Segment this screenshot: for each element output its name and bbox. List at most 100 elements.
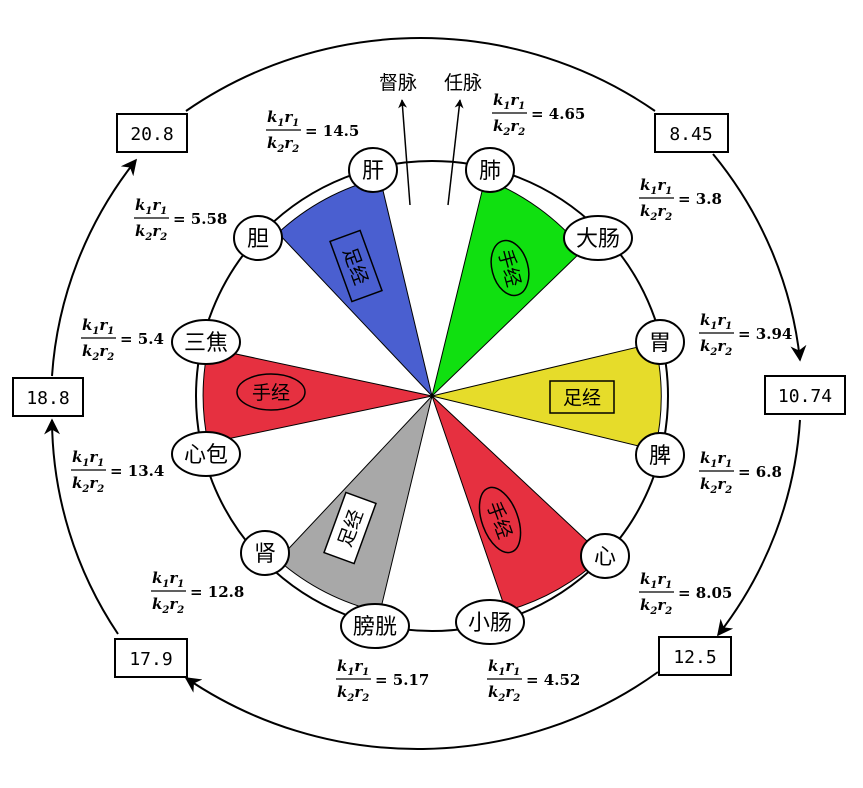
organ-gan-label: 肝 bbox=[362, 159, 384, 184]
organ-node-xinbao: 心包 bbox=[171, 431, 241, 477]
sector-label-box-gray bbox=[323, 491, 377, 565]
value-bottom-right: 12.5 bbox=[673, 647, 716, 668]
outer-value-boxes: 20.8 8.45 10.74 12.5 17.9 18.8 bbox=[12, 113, 846, 678]
outer-arc-bottom bbox=[184, 671, 659, 751]
ratio-gan-value: = 14.5 bbox=[305, 122, 359, 140]
svg-text:k2r2: k2r2 bbox=[72, 474, 104, 495]
ratio-xiaochang: k1r1 k2r2 = 4.52 bbox=[487, 657, 580, 704]
value-box-left: 18.8 bbox=[12, 377, 84, 417]
sector-blue bbox=[277, 177, 433, 398]
value-box-top-right: 8.45 bbox=[654, 113, 729, 153]
du-mai-label: 督脉 bbox=[379, 72, 417, 94]
svg-text:k1r1: k1r1 bbox=[640, 570, 672, 591]
svg-text:k2r2: k2r2 bbox=[82, 342, 114, 363]
ratio-pi: k1r1 k2r2 = 6.8 bbox=[699, 449, 782, 496]
svg-text:k2r2: k2r2 bbox=[700, 475, 732, 496]
svg-text:k1r1: k1r1 bbox=[700, 449, 732, 470]
organ-pi-label: 脾 bbox=[649, 444, 671, 469]
sector-label-oval-red-left bbox=[236, 373, 306, 411]
organ-xiaochang-label: 小肠 bbox=[468, 611, 512, 636]
svg-text:k1r1: k1r1 bbox=[135, 196, 167, 217]
ren-mai-arrow bbox=[447, 99, 464, 206]
value-box-right: 10.74 bbox=[764, 375, 846, 415]
value-box-bottom-left: 17.9 bbox=[114, 638, 188, 678]
value-box-top-left: 20.8 bbox=[116, 113, 188, 153]
svg-text:k1r1: k1r1 bbox=[700, 311, 732, 332]
organ-sanjiao-label: 三焦 bbox=[184, 331, 228, 356]
svg-text:k1r1: k1r1 bbox=[152, 569, 184, 590]
du-mai-arrow bbox=[398, 99, 411, 206]
value-left: 18.8 bbox=[26, 388, 69, 409]
organ-node-fei: 肺 bbox=[465, 147, 515, 193]
ratio-xiaochang-value: = 4.52 bbox=[526, 671, 580, 689]
organ-fei-label: 肺 bbox=[479, 159, 501, 184]
organ-node-wei: 胃 bbox=[635, 319, 685, 365]
ratio-fei-value: = 4.65 bbox=[531, 105, 585, 123]
organ-node-dachang: 大肠 bbox=[563, 215, 633, 261]
value-top-left: 20.8 bbox=[130, 124, 173, 145]
outer-arc-left-lower bbox=[44, 418, 119, 635]
sector-label-red-left: 手经 bbox=[252, 382, 290, 404]
svg-text:k2r2: k2r2 bbox=[152, 595, 184, 616]
ratio-pi-value: = 6.8 bbox=[738, 463, 782, 481]
outer-arc-right-upper bbox=[712, 153, 807, 362]
svg-text:k2r2: k2r2 bbox=[493, 117, 525, 138]
svg-text:k1r1: k1r1 bbox=[488, 657, 520, 678]
ratio-xin-value: = 8.05 bbox=[678, 584, 732, 602]
outer-arc-top bbox=[185, 37, 656, 112]
svg-text:k1r1: k1r1 bbox=[337, 657, 369, 678]
value-box-bottom-right: 12.5 bbox=[658, 636, 732, 676]
organ-nodes: 肝 肺 大肠 胃 脾 心 小肠 膀胱 bbox=[171, 147, 685, 649]
svg-text:k2r2: k2r2 bbox=[267, 134, 299, 155]
svg-text:k1r1: k1r1 bbox=[72, 448, 104, 469]
organ-node-dan: 胆 bbox=[233, 215, 283, 261]
ratio-xinbao-value: = 13.4 bbox=[110, 462, 164, 480]
organ-shen-label: 肾 bbox=[254, 542, 276, 567]
svg-text:k2r2: k2r2 bbox=[488, 683, 520, 704]
outer-cycle bbox=[44, 37, 807, 751]
ratio-sanjiao: k1r1 k2r2 = 5.4 bbox=[81, 316, 164, 363]
ratio-dachang: k1r1 k2r2 = 3.8 bbox=[639, 176, 722, 223]
ratio-gan: k1r1 k2r2 = 14.5 bbox=[266, 108, 359, 155]
organ-node-xiaochang: 小肠 bbox=[455, 599, 525, 645]
outer-arc-right-lower bbox=[717, 419, 801, 637]
organ-pangguang-label: 膀胱 bbox=[353, 615, 397, 640]
ratio-xin: k1r1 k2r2 = 8.05 bbox=[639, 570, 732, 617]
organ-node-shen: 肾 bbox=[240, 530, 290, 576]
svg-text:k2r2: k2r2 bbox=[640, 202, 672, 223]
organ-node-gan: 肝 bbox=[348, 147, 398, 193]
meridian-arrows bbox=[398, 99, 464, 206]
outer-arc-left-upper bbox=[51, 158, 137, 377]
svg-text:k1r1: k1r1 bbox=[640, 176, 672, 197]
svg-text:k1r1: k1r1 bbox=[267, 108, 299, 129]
ratio-dachang-value: = 3.8 bbox=[678, 190, 722, 208]
svg-text:k2r2: k2r2 bbox=[640, 596, 672, 617]
value-top-right: 8.45 bbox=[669, 124, 712, 145]
svg-text:k1r1: k1r1 bbox=[82, 316, 114, 337]
organ-dan-label: 胆 bbox=[247, 227, 269, 252]
sector-label-box-blue bbox=[329, 229, 383, 303]
organ-wei-label: 胃 bbox=[649, 331, 671, 356]
inner-circle bbox=[195, 160, 669, 632]
organ-xinbao-label: 心包 bbox=[184, 443, 228, 468]
organ-node-pi: 脾 bbox=[635, 432, 685, 478]
organ-node-pangguang: 膀胱 bbox=[340, 603, 410, 649]
sector-label-oval-red-lower bbox=[478, 486, 522, 554]
ratio-wei-value: = 3.94 bbox=[738, 325, 792, 343]
svg-text:k2r2: k2r2 bbox=[135, 222, 167, 243]
organ-node-sanjiao: 三焦 bbox=[171, 319, 241, 365]
ratio-sanjiao-value: = 5.4 bbox=[120, 330, 164, 348]
ratio-dan-value: = 5.58 bbox=[173, 210, 227, 228]
sector-label-box-yellow bbox=[549, 380, 615, 414]
value-right: 10.74 bbox=[778, 386, 832, 407]
organ-node-xin: 心 bbox=[580, 533, 630, 579]
sector-label-yellow: 足经 bbox=[563, 387, 601, 409]
svg-text:k2r2: k2r2 bbox=[337, 683, 369, 704]
ratio-xinbao: k1r1 k2r2 = 13.4 bbox=[71, 448, 164, 495]
